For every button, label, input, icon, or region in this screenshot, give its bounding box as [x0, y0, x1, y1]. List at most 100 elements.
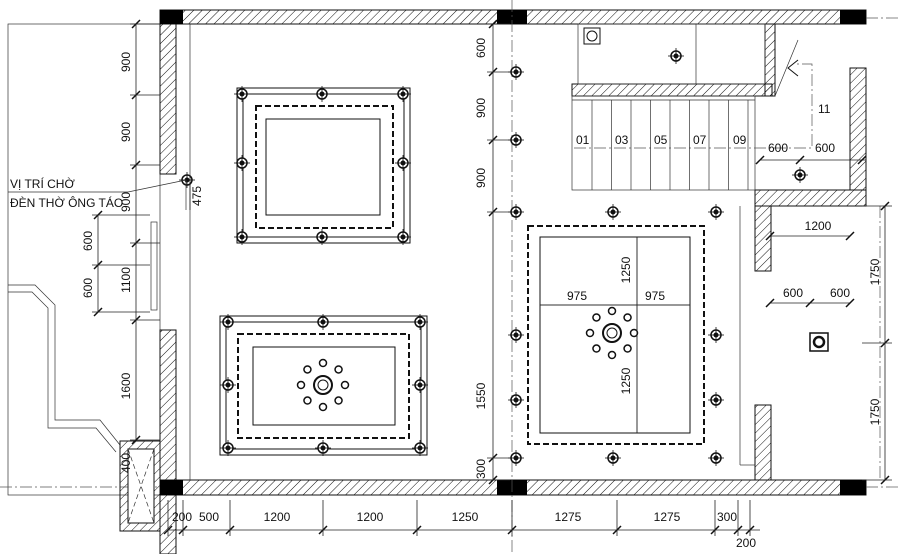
dimension-tick — [765, 231, 775, 241]
dim-label: 900 — [119, 122, 133, 142]
dimension-lines — [92, 19, 892, 536]
dimension-tick — [805, 298, 815, 308]
dim-label: 600 — [474, 38, 488, 58]
dim-label: 900 — [474, 98, 488, 118]
dim-label: 475 — [190, 186, 204, 206]
staircase — [571, 23, 813, 191]
bottom-dimension-labels: 200 500 1200 1200 1250 1275 1275 300 200 — [172, 510, 756, 550]
dimension-tick — [857, 155, 867, 165]
dim-label: 1200 — [357, 510, 384, 524]
exhaust-fan-icon — [809, 332, 829, 352]
downlight-icon — [220, 314, 236, 330]
downlight-icon — [314, 86, 330, 102]
downlight-icon — [412, 440, 428, 456]
dim-label: 200 — [172, 510, 192, 524]
stair-step-label: 03 — [615, 133, 629, 147]
downlight-icon — [508, 450, 524, 466]
dimension-tick — [755, 155, 765, 165]
downlight-icon — [508, 132, 524, 148]
dim-label: 1750 — [868, 398, 882, 425]
stair-step-label: 07 — [693, 133, 707, 147]
dim-label: 975 — [567, 289, 587, 303]
dim-label: 300 — [474, 459, 488, 479]
downlight-icon — [234, 86, 250, 102]
dim-label: 900 — [119, 52, 133, 72]
right-dimension-labels: 1750 1750 1200 600 600 — [783, 219, 882, 425]
dim-label: 1100 — [119, 267, 133, 293]
dim-label: 600 — [768, 141, 788, 155]
downlight-icon — [395, 86, 411, 102]
downlight-icon — [508, 204, 524, 220]
dim-label: 900 — [474, 168, 488, 188]
left-area — [0, 23, 161, 532]
downlight-icon — [315, 440, 331, 456]
ceiling-box-2 — [219, 315, 428, 456]
downlight-icon — [412, 314, 428, 330]
ceiling-box-3-dims: 975 975 1250 1250 — [567, 256, 665, 394]
dim-label: 1750 — [868, 258, 882, 285]
dim-label: 975 — [645, 289, 665, 303]
dim-label: 300 — [717, 510, 737, 524]
dim-label: 900 — [119, 192, 133, 212]
downlight-icon — [605, 204, 621, 220]
stair-labels: 01 03 05 07 09 11 600 600 — [576, 102, 835, 155]
stair-step-label: 01 — [576, 133, 590, 147]
downlight-icon — [792, 167, 808, 183]
dimension-tick — [845, 298, 855, 308]
dim-label: 1550 — [474, 382, 488, 409]
dim-label: 1200 — [805, 219, 832, 233]
ceiling-box-3 — [527, 225, 705, 445]
note-line-1: VỊ TRÍ CHỜ — [10, 176, 75, 191]
stair-step-label: 09 — [733, 133, 747, 147]
walls — [159, 0, 900, 554]
chandelier-icon — [296, 358, 350, 412]
stair-step-label: 11 — [818, 102, 831, 116]
dim-label: 600 — [815, 141, 835, 155]
downlight-icon — [234, 229, 250, 245]
dim-label: 600 — [783, 286, 803, 300]
dim-label: 600 — [81, 231, 95, 251]
downlights — [179, 48, 829, 466]
dim-label: 1275 — [555, 510, 582, 524]
dim-label: 1200 — [264, 510, 291, 524]
downlight-icon — [412, 377, 428, 393]
dim-label: 1275 — [654, 510, 681, 524]
downlight-icon — [395, 229, 411, 245]
downlight-icon — [508, 392, 524, 408]
dim-label: 1250 — [619, 367, 633, 394]
downlight-icon — [708, 450, 724, 466]
note-line-2: ĐÈN THỜ ÔNG TÁO — [10, 195, 123, 210]
downlight-icon — [234, 155, 250, 171]
dim-label: 1250 — [619, 256, 633, 283]
dim-label: 600 — [830, 286, 850, 300]
downlight-icon — [179, 172, 195, 188]
downlight-icon — [395, 155, 411, 171]
downlight-icon — [314, 229, 330, 245]
dimension-tick — [845, 231, 855, 241]
chandelier-icon — [585, 306, 639, 360]
left-dimension-labels: 900 900 900 1100 1600 600 600 475 400 — [81, 52, 204, 473]
middle-dimension-labels: 600 900 900 1550 300 — [474, 38, 488, 479]
downlight-icon — [508, 64, 524, 80]
stair-step-label: 05 — [654, 133, 668, 147]
dim-label: 1600 — [119, 372, 133, 399]
downlight-icon — [708, 204, 724, 220]
downlight-icon — [708, 392, 724, 408]
dim-label: 200 — [736, 536, 756, 550]
dimension-tick — [765, 298, 775, 308]
dim-label: 1250 — [452, 510, 479, 524]
downlight-icon — [708, 327, 724, 343]
downlight-icon — [220, 440, 236, 456]
ceiling-box-1 — [236, 87, 411, 244]
downlight-icon — [668, 48, 684, 64]
dim-label: 400 — [119, 453, 133, 473]
downlight-icon — [315, 314, 331, 330]
downlight-icon — [220, 377, 236, 393]
dim-label: 600 — [81, 278, 95, 298]
downlight-icon — [508, 327, 524, 343]
downlight-icon — [605, 450, 621, 466]
dimension-tick — [795, 155, 805, 165]
dim-label: 500 — [199, 510, 219, 524]
